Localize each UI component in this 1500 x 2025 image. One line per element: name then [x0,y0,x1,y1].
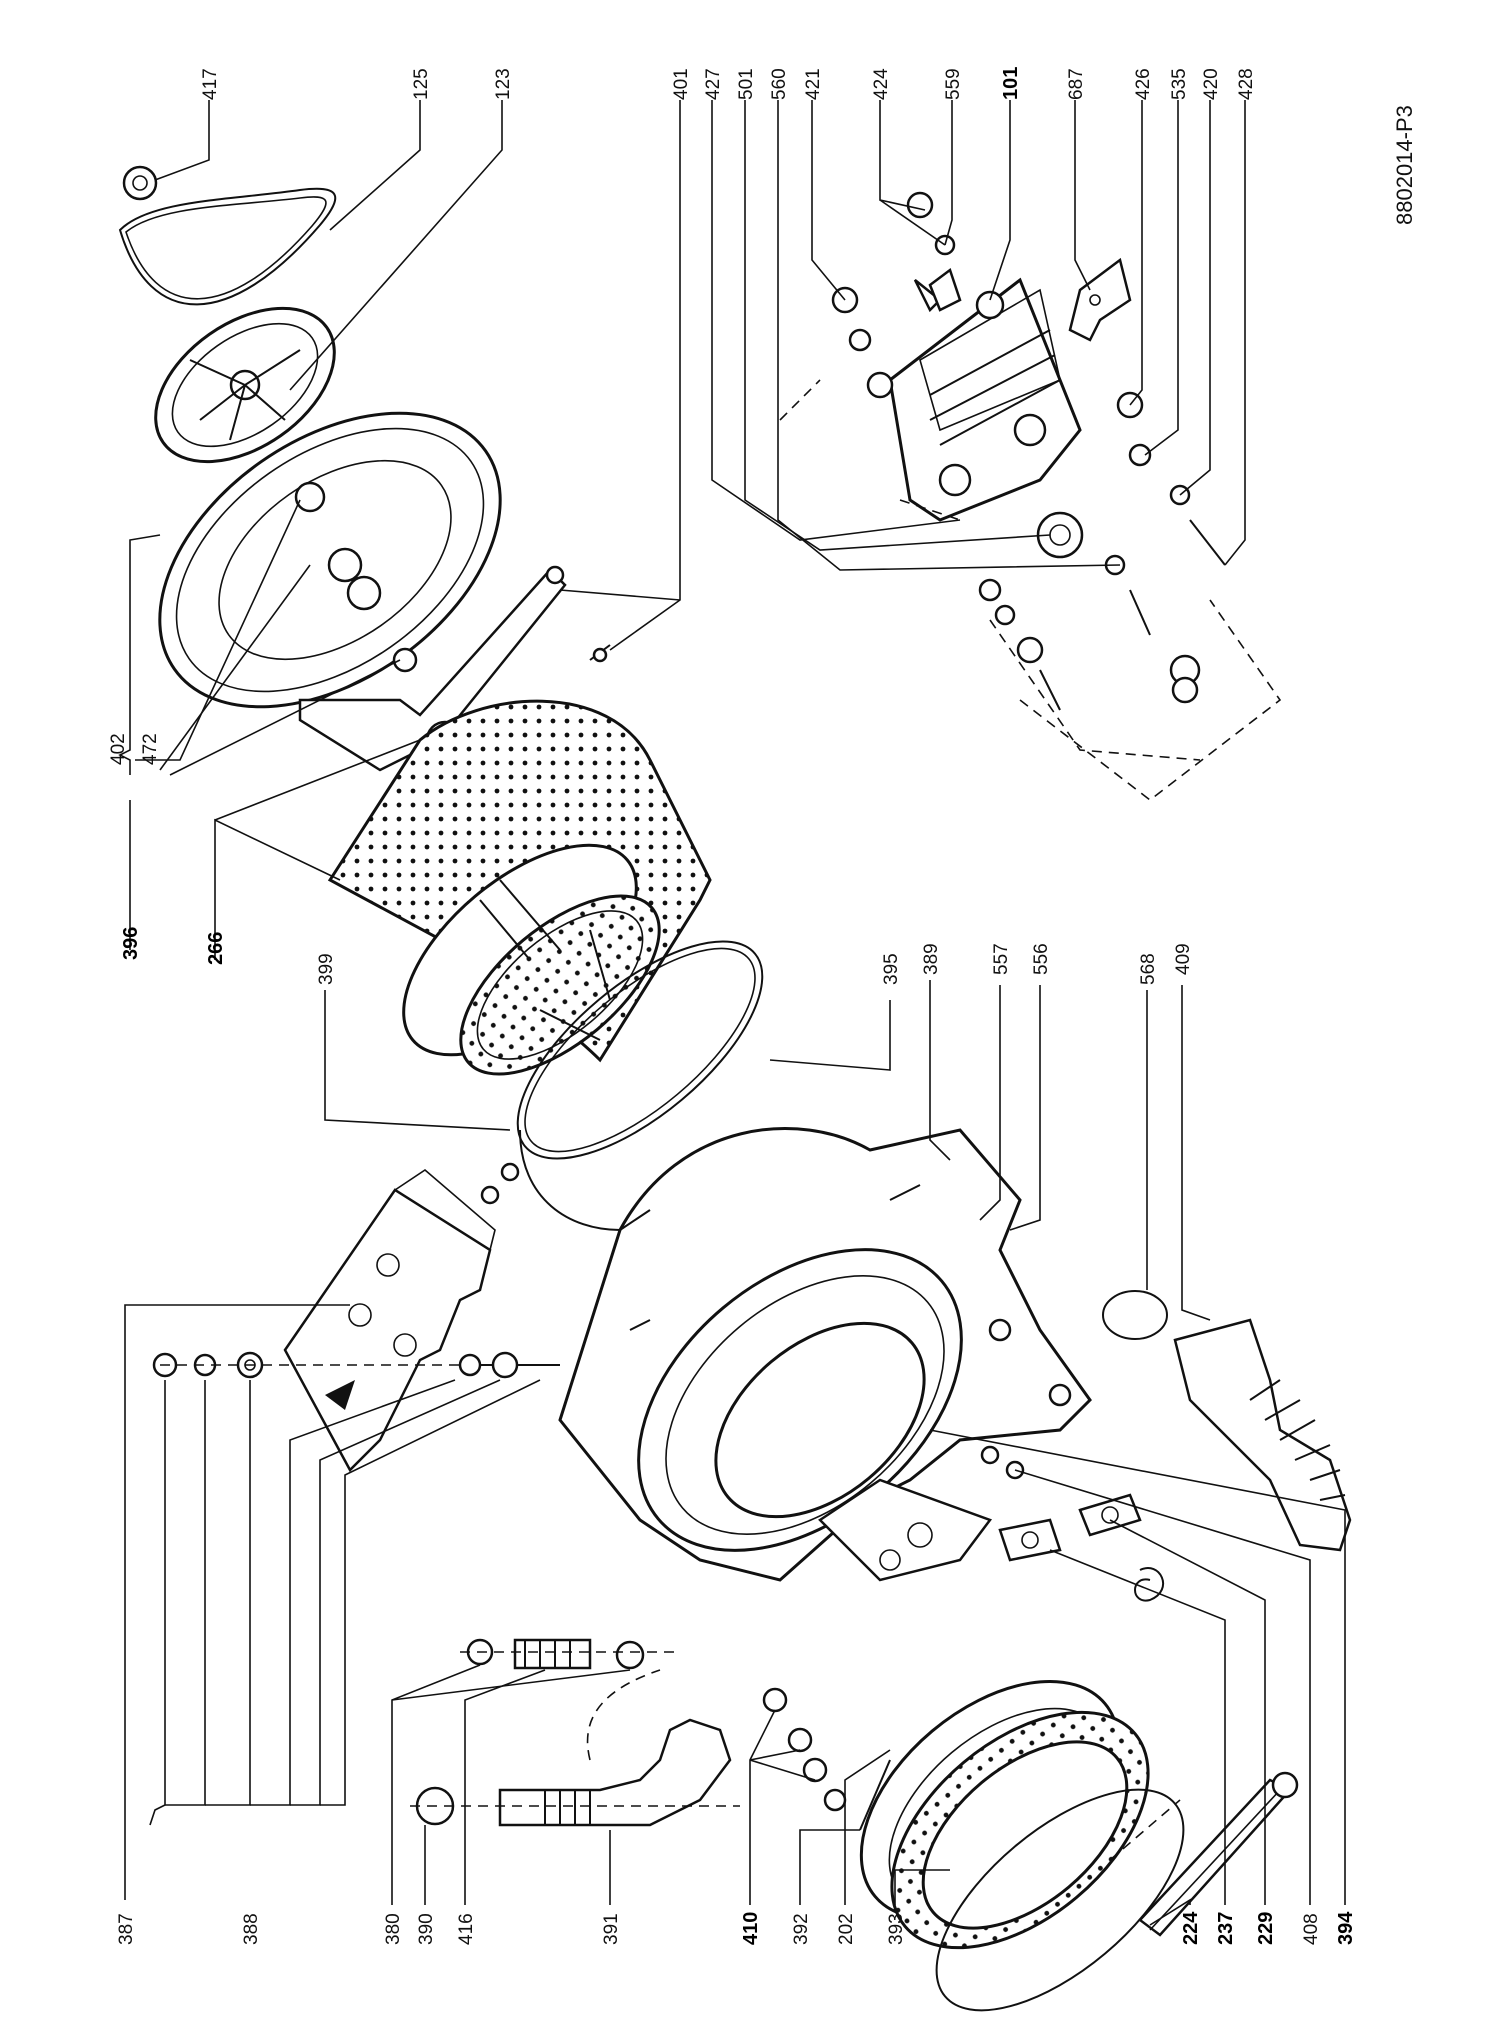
label-399: 399 [316,953,337,985]
parts-artwork [118,165,1352,2012]
label-266: 266 [205,932,227,965]
part-687-clip [1068,257,1132,342]
part-123-pulley [154,306,336,464]
label-392: 392 [791,1913,812,1945]
label-421: 421 [803,68,824,100]
label-123: 123 [493,68,514,100]
label-416: 416 [456,1913,477,1945]
label-409: 409 [1173,943,1194,975]
label-559: 559 [943,68,964,100]
label-396: 396 [120,927,142,960]
label-420: 420 [1201,68,1222,100]
label-229: 229 [1255,1912,1277,1945]
label-402: 402 [108,733,129,765]
part-motor-hardware [779,191,1282,802]
label-557: 557 [991,943,1012,975]
label-388: 388 [241,1913,262,1945]
part-399-395-rings [480,940,764,1231]
label-393: 393 [886,1913,907,1945]
part-202-door-seal [859,1679,1185,2012]
label-472: 472 [140,733,161,765]
drawing-reference: 8802014-P3 [1392,105,1417,225]
label-687: 687 [1066,68,1087,100]
label-380: 380 [383,1913,404,1945]
label-391: 391 [601,1913,622,1945]
part-417-nut [122,165,158,201]
label-426: 426 [1133,68,1154,100]
part-266-drum [327,699,712,1076]
label-560: 560 [769,68,790,100]
label-535: 535 [1169,68,1190,100]
label-427: 427 [703,68,724,100]
label-202: 202 [836,1913,857,1945]
part-387-counterweight [283,1168,496,1473]
part-small-fittings [818,1445,1165,1602]
part-labels: 417 125 123 401 427 501 560 421 424 559 … [108,67,1417,1945]
label-428: 428 [1236,68,1257,100]
part-224-heater [1109,1771,1299,1937]
label-410: 410 [740,1912,762,1945]
label-424: 424 [871,68,892,100]
label-395: 395 [881,953,902,985]
part-drain-assembly [410,1638,740,1827]
label-401: 401 [671,68,692,100]
part-409-hose [1102,1290,1352,1552]
label-408: 408 [1301,1913,1322,1945]
label-125: 125 [411,68,432,100]
part-125-belt [118,187,337,306]
leader-lines [118,100,1346,1926]
part-402-tub-back [158,411,502,709]
label-224: 224 [1180,1911,1202,1945]
label-101: 101 [1000,67,1022,100]
label-237: 237 [1215,1912,1237,1945]
part-410-screws [762,1687,891,1831]
part-389-tub-front [558,1127,1092,1582]
label-417: 417 [200,68,221,100]
label-556: 556 [1031,943,1052,975]
label-568: 568 [1138,953,1159,985]
label-390: 390 [416,1913,437,1945]
label-387: 387 [116,1913,137,1945]
label-394: 394 [1335,1911,1357,1945]
part-101-motor [866,267,1082,522]
part-388-washers [152,1351,560,1379]
label-501: 501 [736,68,757,100]
label-389: 389 [921,943,942,975]
